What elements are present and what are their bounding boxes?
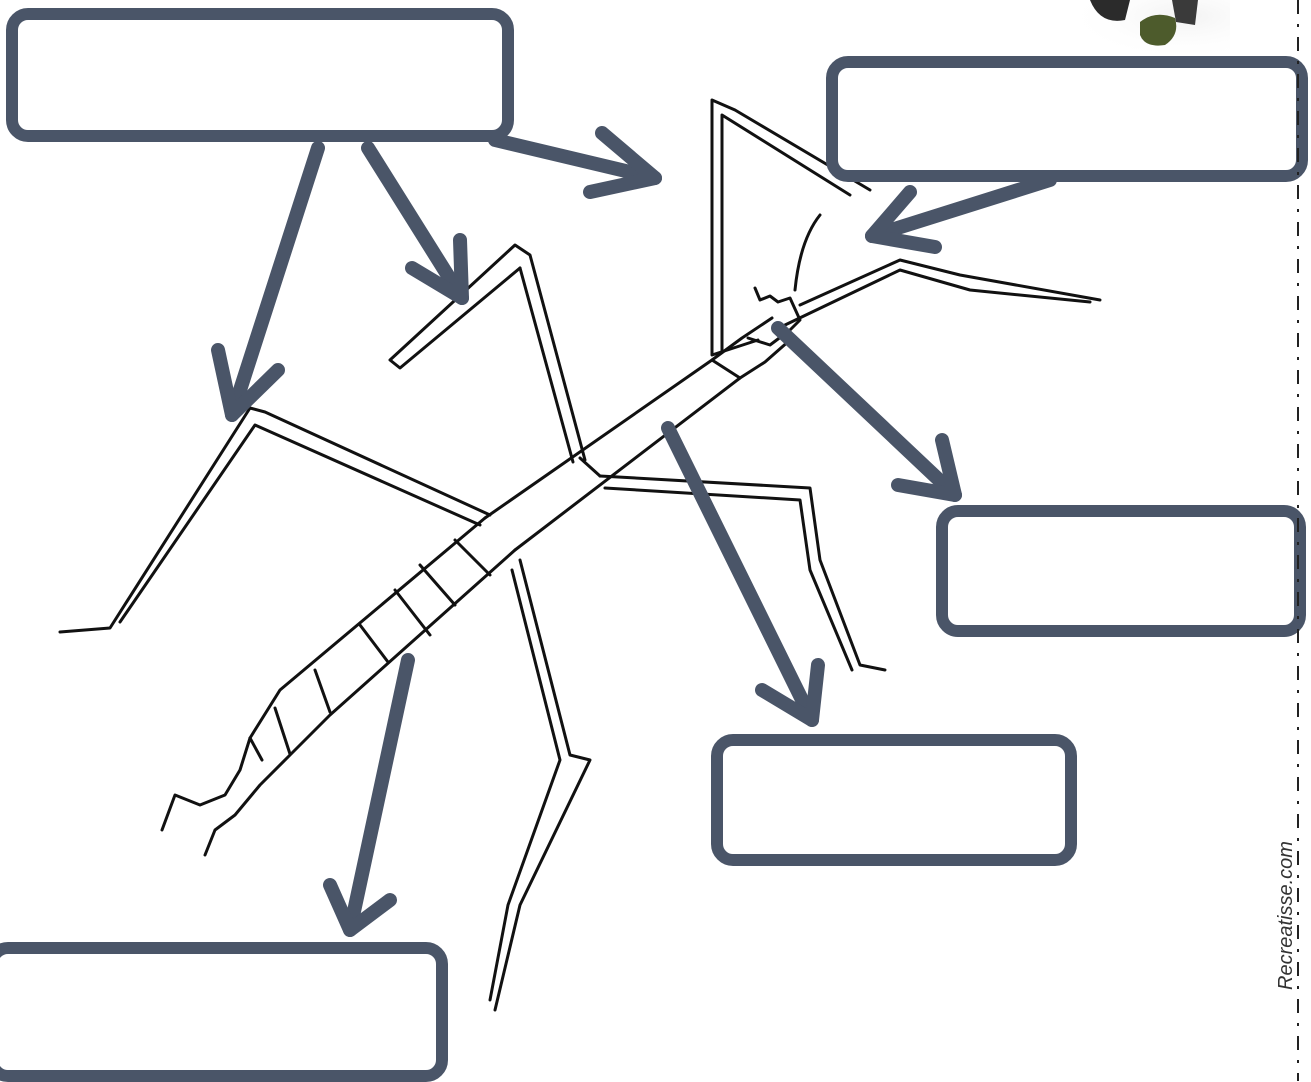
arrow-to-head-antenna	[865, 173, 1057, 254]
cut-line	[1297, 0, 1299, 1081]
insect-outline	[58, 98, 1102, 1012]
label-box-mid-right[interactable]	[936, 505, 1306, 637]
arrow-to-bottom-left-box	[323, 653, 415, 937]
arrows	[211, 126, 1057, 937]
arrow-to-middle-leg	[361, 141, 469, 305]
label-box-bottom-left[interactable]	[0, 942, 448, 1082]
label-box-bottom-middle[interactable]	[711, 734, 1077, 866]
label-box-top-right[interactable]	[826, 56, 1308, 182]
arrow-to-left-leg	[211, 141, 325, 422]
arrow-to-mid-right-box	[771, 321, 962, 502]
arrow-to-bottom-mid-box	[661, 421, 825, 727]
arrow-to-upper-antenna	[488, 126, 662, 199]
label-box-top-left[interactable]	[6, 8, 514, 142]
watermark: Recreatisse.com	[1275, 841, 1297, 990]
character-corner-illustration	[1080, 0, 1230, 55]
